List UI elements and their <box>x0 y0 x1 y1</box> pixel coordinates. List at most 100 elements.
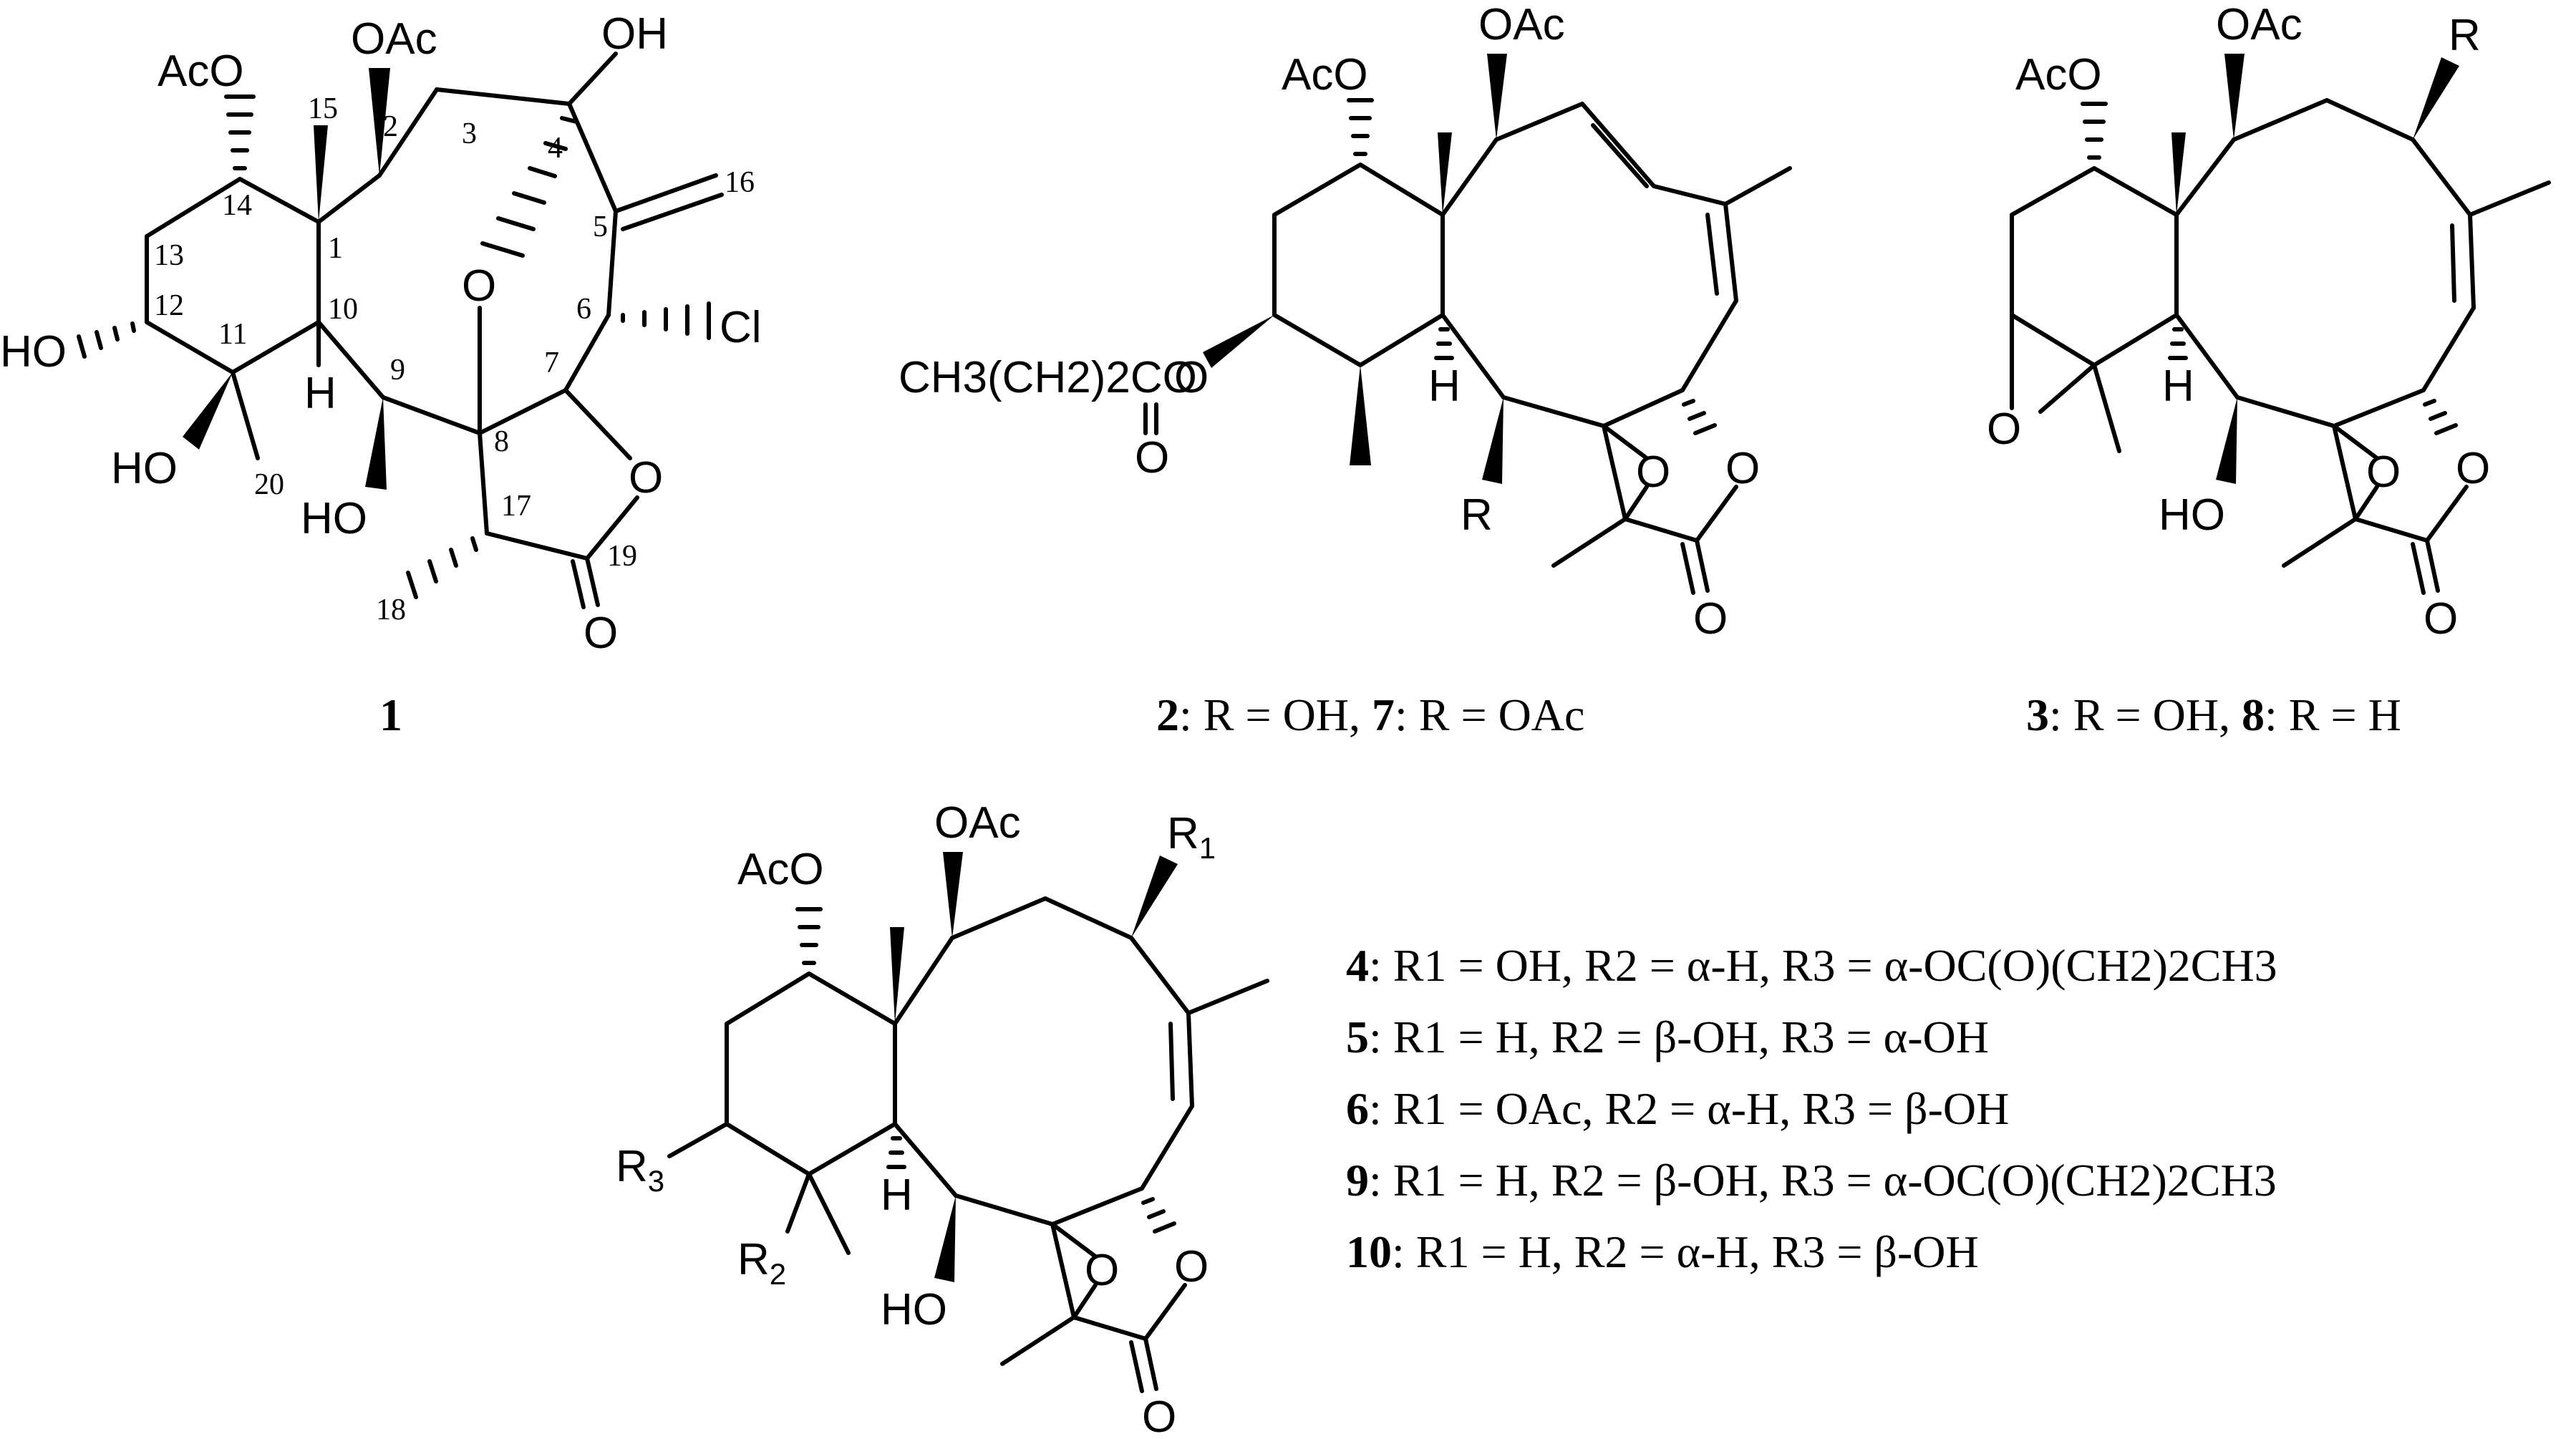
s4-bond-c17-c19 <box>1072 1315 1148 1341</box>
s4-bond-c9-c10 <box>893 1122 958 1198</box>
s1-carbonyl-oxygen: O <box>584 609 618 658</box>
s1-num-19: 19 <box>607 540 637 573</box>
s4-hash-c7-o <box>1141 1197 1176 1234</box>
s3-hash-c7-o <box>2423 399 2458 435</box>
s4-r3-c12: R3 <box>616 1142 664 1198</box>
s4-bond-c19-o <box>1143 1283 1187 1341</box>
s3-aco-c14: AcO <box>2015 50 2102 100</box>
legend: 4: R1 = OH, R2 = α-H, R3 = α-OC(O)(CH2)2… <box>1346 940 2277 1277</box>
s1-ho-c11: HO <box>111 444 178 493</box>
s3-bond-c2-c3 <box>2232 98 2329 142</box>
s1-bond-c9-c10 <box>316 320 385 399</box>
s2-hash-c14-oac <box>1347 98 1374 156</box>
s2-bond-c8-o <box>1602 424 1649 460</box>
s4-bond-c12-r3 <box>667 1122 729 1158</box>
s1-aco-c14: AcO <box>158 47 244 96</box>
s3-bond-c19-o <box>2425 485 2469 543</box>
s1-wedge-c2-oac <box>369 68 390 175</box>
legend-item-10: 10: R1 = H, R2 = α-H, R3 = β-OH <box>1346 1226 1979 1277</box>
s4-wedge-c9-oh <box>934 1196 956 1282</box>
s3-oac-c2: OAc <box>2216 0 2303 49</box>
s4-bond-c19-o-carbonyl <box>1143 1337 1158 1391</box>
s2-bond-c1-c2 <box>1440 137 1498 217</box>
s1-bond-c5-c6 <box>606 209 618 317</box>
structure-2-7: O O O OAc AcO CH3(CH2)2CO O O <box>899 0 1792 740</box>
s1-bond-o-c19 <box>585 495 639 561</box>
s1-wedge-c9-oh <box>365 397 387 490</box>
legend-item-5: 5: R1 = H, R2 = β-OH, R3 = α-OH <box>1346 1012 1989 1062</box>
s4-bond-c5-c6-double <box>1168 1022 1175 1101</box>
structure-3-8: O O O O OAc <box>1987 0 2551 740</box>
s1-num-11: 11 <box>218 318 247 351</box>
s2-hash-c7-o <box>1682 399 1717 435</box>
s3-bond-c4-c5 <box>2411 137 2472 217</box>
s2-wedge-c9-r <box>1482 397 1504 484</box>
s3-bond-c5-c6 <box>2468 213 2476 310</box>
s4-hash-c10-h <box>886 1136 906 1169</box>
s1-num-6: 6 <box>576 293 591 326</box>
s1-hash-c4-o <box>480 116 578 258</box>
s1-ho-c9: HO <box>301 494 367 543</box>
s3-bond-c17-me <box>2282 517 2358 568</box>
s4-bond-c8-c17 <box>1050 1222 1076 1319</box>
s3-hash-c14-oac <box>2081 102 2108 160</box>
s1-oac-c2: OAc <box>351 14 437 64</box>
s2-carbonyl-oxygen: O <box>1693 594 1728 644</box>
s1-lactone-oxygen: O <box>629 453 663 503</box>
s4-bond-c8-c9 <box>954 1193 1055 1226</box>
s1-bond-c2-c3 <box>377 87 439 178</box>
s3-wedge-c4-r <box>2413 57 2459 140</box>
s4-cyclohexane-ring <box>725 972 897 1176</box>
s1-num-13: 13 <box>154 239 184 272</box>
s2-bond-c3-c4-double <box>1591 123 1649 188</box>
s4-lactone-oxygen: O <box>1174 1242 1209 1292</box>
s2-aco-c14: AcO <box>1282 50 1368 100</box>
s4-aco-c14: AcO <box>737 845 824 894</box>
s4-bond-c1-c2 <box>893 936 954 1026</box>
s2-bond-c5-c6 <box>1723 202 1738 303</box>
s3-bond-c17-c19 <box>2353 517 2429 543</box>
s4-hash-c14-oac <box>795 907 823 965</box>
s1-bond-c19-o-double <box>571 559 586 609</box>
s3-wedge-c9-oh <box>2216 397 2237 484</box>
caption-1: 1 <box>379 689 402 740</box>
s2-bond-c5-c6-double <box>1705 213 1719 296</box>
s1-num-16: 16 <box>725 166 755 199</box>
s4-bond-c5-c6 <box>1186 1011 1194 1108</box>
s1-num-15: 15 <box>308 92 338 125</box>
s3-bond-c19-o-carbonyl-double <box>2411 542 2426 595</box>
s4-h-c10: H <box>881 1171 913 1220</box>
s2-bond-c3-c4 <box>1580 102 1656 188</box>
s3-bond-c6-c7 <box>2421 306 2476 392</box>
s2-bond-c19-o-carbonyl <box>1695 538 1710 593</box>
s3-hash-c10-h <box>2168 327 2188 360</box>
s1-bond-c19-c17 <box>485 531 589 561</box>
s1-bond-c7-o <box>563 388 632 460</box>
s3-h-c10: H <box>2162 362 2194 411</box>
legend-item-9: 9: R1 = H, R2 = β-OH, R3 = α-OC(O)(CH2)2… <box>1346 1155 2277 1206</box>
s1-num-17: 17 <box>501 490 531 523</box>
s2-oac-c2: OAc <box>1478 0 1565 49</box>
s1-hash-c12-ho <box>77 321 136 359</box>
s1-wedge-c1-c15 <box>314 125 328 222</box>
s2-lactone-oxygen: O <box>1725 444 1760 493</box>
s2-epoxide-oxygen: O <box>1636 447 1670 497</box>
s2-bond-c19-o-carbonyl-double <box>1680 542 1695 595</box>
s3-epoxide-oxygen: O <box>1987 404 2021 454</box>
s2-wedge-c2-oac <box>1487 54 1507 140</box>
s3-cyclohexane-ring <box>2010 166 2179 367</box>
s2-r-c9: R <box>1461 490 1493 540</box>
s3-carbonyl-oxygen: O <box>2424 594 2458 644</box>
s1-bond-c17-c8 <box>478 431 489 536</box>
legend-item-6: 6: R1 = OAc, R2 = α-H, R3 = β-OH <box>1346 1083 2009 1134</box>
s1-num-14: 14 <box>222 189 252 222</box>
s4-bond-c3-c4 <box>1043 896 1133 940</box>
s2-bond-c19-o <box>1695 485 1738 543</box>
s1-bond-c3-c4 <box>435 87 571 106</box>
s1-num-8: 8 <box>494 425 509 458</box>
s4-bond-c19-o-carbonyl-double <box>1129 1340 1144 1393</box>
legend-item-4: 4: R1 = OH, R2 = α-H, R3 = α-OC(O)(CH2)2… <box>1346 940 2277 991</box>
s2-wedge-c1-me <box>1438 132 1452 215</box>
s1-bond-c5-c16 <box>614 173 718 213</box>
s4-bond-c5-me <box>1186 979 1269 1015</box>
